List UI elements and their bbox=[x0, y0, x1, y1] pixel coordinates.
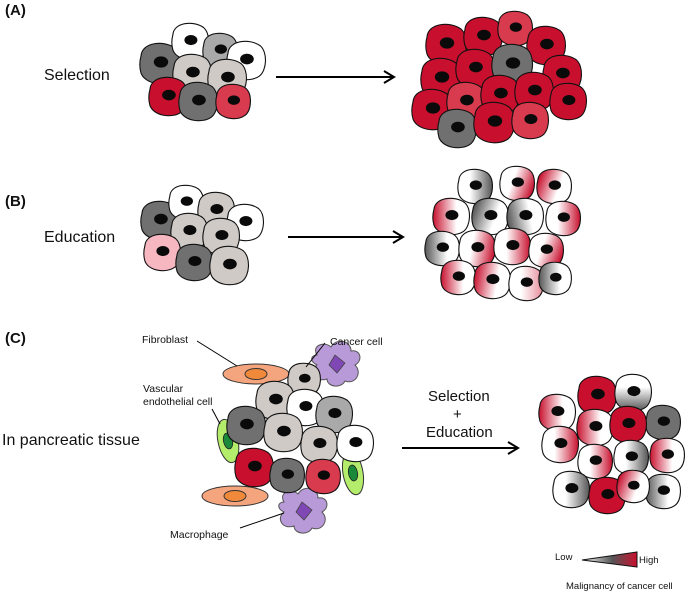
b-after-cell bbox=[545, 200, 581, 237]
a-before-cell bbox=[178, 81, 219, 122]
a-after-cell bbox=[514, 71, 555, 112]
legend-high: High bbox=[639, 555, 659, 566]
panel-c-letter: (C) bbox=[5, 330, 26, 347]
b-after-cell bbox=[473, 261, 511, 300]
a-before-cell bbox=[215, 83, 251, 120]
b-after-cell bbox=[471, 197, 509, 236]
c-after-cell bbox=[649, 437, 685, 474]
a-after-cell bbox=[455, 48, 496, 89]
vascular-label-line1: Vascular bbox=[143, 383, 184, 395]
b-after-cell bbox=[432, 197, 470, 236]
c-after-cell bbox=[577, 443, 613, 480]
legend-low: Low bbox=[555, 552, 573, 563]
b-before-cell bbox=[143, 233, 181, 272]
panel-b-letter: (B) bbox=[5, 193, 26, 210]
b-after-cell bbox=[506, 197, 544, 236]
c-after-cell bbox=[613, 439, 649, 476]
a-after-cell bbox=[473, 101, 516, 144]
panel-a-letter: (A) bbox=[5, 2, 26, 19]
fibroblast-label: Fibroblast bbox=[142, 334, 189, 346]
c-after-cell bbox=[588, 476, 626, 515]
legend-title: Malignancy of cancer cell bbox=[566, 581, 673, 592]
b-after-cell bbox=[538, 261, 572, 296]
a-before-cell bbox=[148, 76, 189, 117]
c-tissue-cell bbox=[269, 457, 305, 494]
c-after-cell bbox=[614, 373, 652, 412]
arrow-label-education: Education bbox=[426, 424, 493, 441]
c-after-cell bbox=[576, 408, 614, 447]
c-after-cell bbox=[541, 425, 579, 464]
a-after-cell bbox=[511, 101, 549, 140]
selection-arrow bbox=[276, 70, 396, 84]
b-before-cell bbox=[209, 245, 250, 286]
b-after-cell bbox=[440, 259, 476, 296]
panel-c-caption: In pancreatic tissue bbox=[2, 432, 140, 449]
macrophage-cell bbox=[278, 487, 328, 534]
c-tissue-cell bbox=[300, 425, 338, 464]
macrophage-cell bbox=[311, 340, 361, 387]
b-after-cell bbox=[536, 168, 572, 205]
fibroblast-cell bbox=[201, 485, 269, 507]
b-after-cell bbox=[499, 165, 535, 202]
c-after-cell bbox=[609, 405, 647, 444]
arrow-label-selection: Selection bbox=[428, 388, 490, 405]
panel-b-caption: Education bbox=[44, 229, 116, 246]
c-after-cell bbox=[645, 473, 681, 510]
a-after-cell bbox=[549, 82, 587, 121]
c-tissue-cell bbox=[305, 458, 341, 495]
c-tissue-cell bbox=[336, 424, 374, 463]
c-after-cell bbox=[577, 375, 618, 416]
b-after-cell bbox=[493, 227, 531, 266]
b-after-cell bbox=[508, 265, 544, 302]
c-tissue-cell bbox=[315, 395, 353, 434]
callout-lines bbox=[196, 340, 326, 529]
macrophage-label: Macrophage bbox=[170, 529, 229, 541]
pancreatic-tissue bbox=[201, 340, 365, 534]
b-before-cell bbox=[175, 243, 213, 282]
a-after-cell bbox=[437, 108, 478, 149]
c-after-cell bbox=[616, 469, 650, 504]
malignancy-legend bbox=[581, 551, 638, 568]
selection-education-arrow bbox=[402, 441, 520, 455]
c-tissue-cell bbox=[263, 412, 304, 453]
panel-a-caption: Selection bbox=[44, 67, 110, 84]
education-arrow bbox=[288, 230, 405, 244]
c-after-cell bbox=[538, 393, 576, 432]
b-before-cell bbox=[202, 217, 240, 256]
vascular-label-line2: endothelial cell bbox=[143, 396, 213, 408]
cancer-cell-label: Cancer cell bbox=[330, 336, 383, 348]
c-tissue-cell bbox=[234, 447, 275, 488]
c-tissue-cell bbox=[226, 405, 267, 446]
c-after-cell bbox=[552, 470, 590, 509]
arrow-label-plus: + bbox=[453, 406, 462, 423]
c-after-cell bbox=[645, 404, 681, 441]
c-tissue-cell bbox=[287, 362, 321, 397]
